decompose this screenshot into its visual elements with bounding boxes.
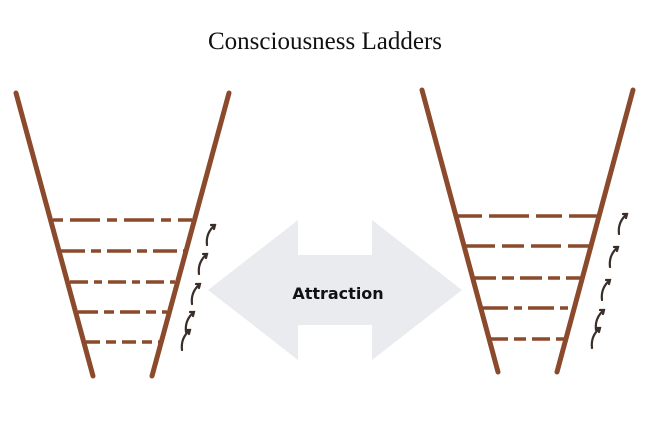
ladder-right <box>419 87 636 375</box>
curved-up-arrow-icon <box>180 328 192 352</box>
diagram-title: Consciousness Ladders <box>208 28 442 55</box>
curved-up-arrow-icon <box>190 282 202 306</box>
curved-up-arrow-icon <box>608 245 620 269</box>
curved-up-arrow-icon <box>617 212 629 236</box>
curved-up-arrow-icon <box>197 252 209 276</box>
curved-up-arrow-icon <box>205 223 217 247</box>
ladder-rail-right <box>149 90 232 379</box>
double-arrow-icon <box>208 220 462 360</box>
ladder-rail-right <box>554 87 636 375</box>
ladder-rail-left <box>13 90 96 379</box>
curved-up-arrow-icon <box>600 278 612 302</box>
ladder-rail-left <box>419 87 501 375</box>
ladder-left <box>13 90 232 379</box>
attraction-label: Attraction <box>292 284 383 303</box>
curved-up-arrow-icon <box>590 326 602 350</box>
